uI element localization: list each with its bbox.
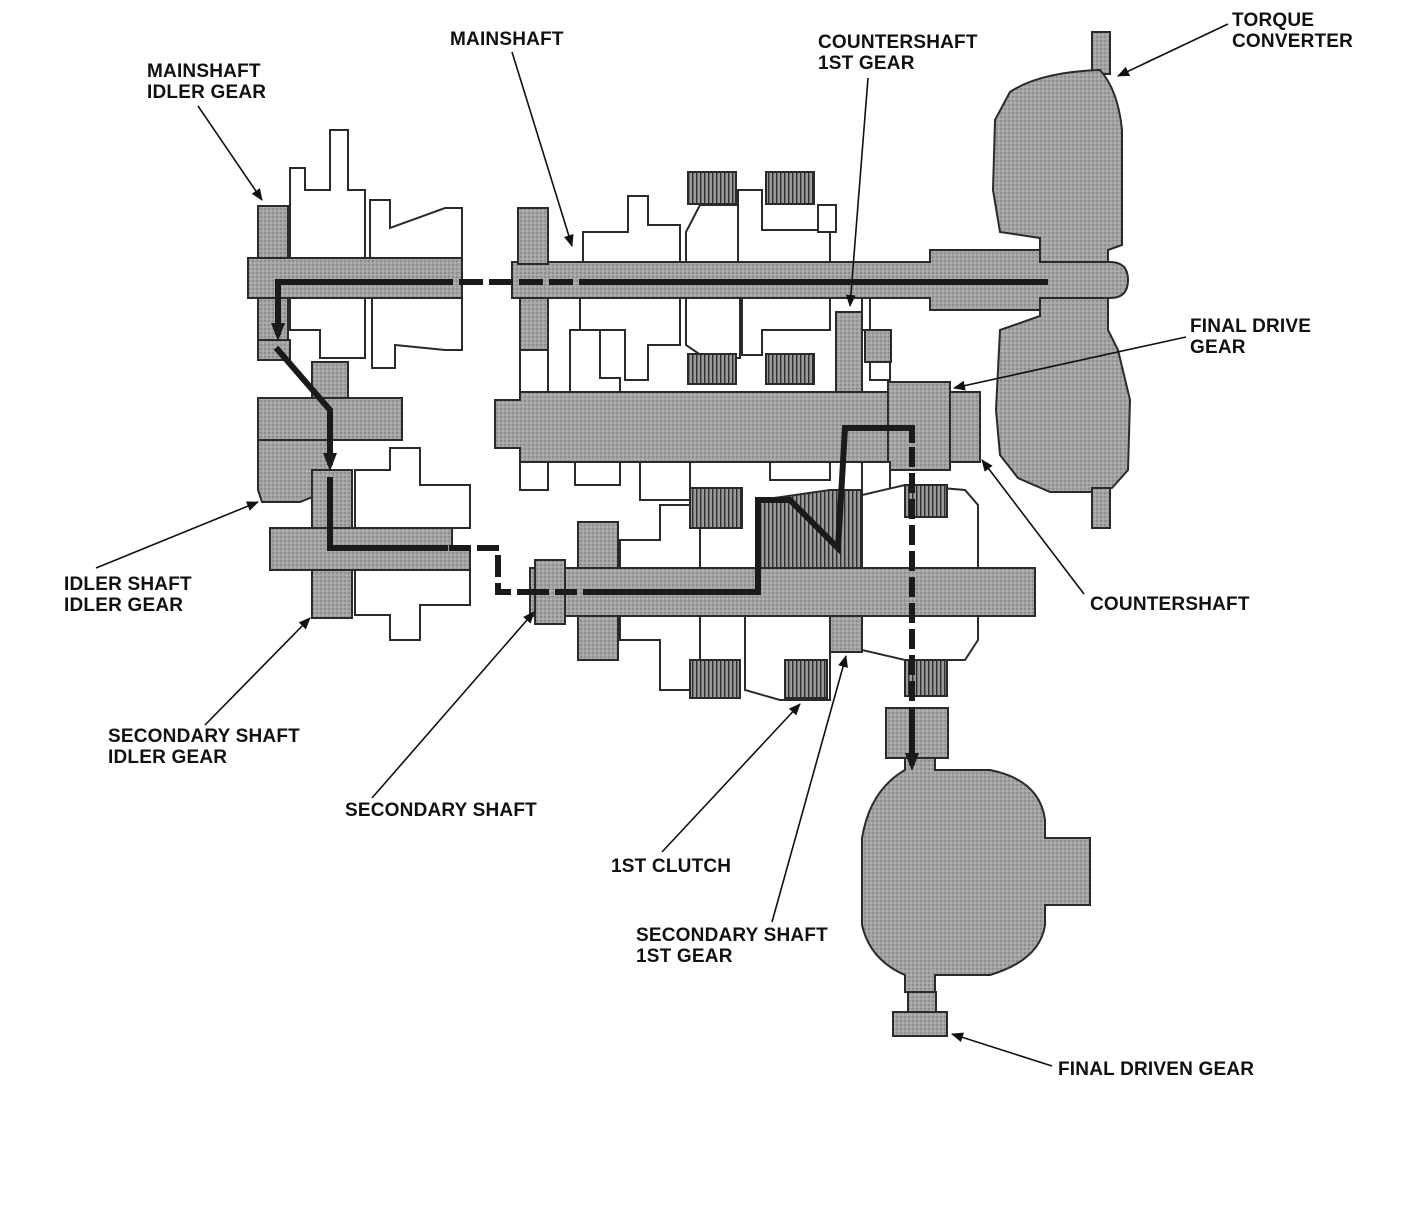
label-secondary-shaft-1st-gear: SECONDARY SHAFT 1ST GEAR (636, 925, 828, 967)
label-final-driven-gear: FINAL DRIVEN GEAR (1058, 1059, 1255, 1080)
label-torque-converter: TORQUE CONVERTER (1232, 10, 1354, 52)
label-countershaft: COUNTERSHAFT (1090, 594, 1250, 615)
differential-assembly (861, 707, 1091, 1037)
label-final-drive-gear: FINAL DRIVE GEAR (1190, 316, 1312, 358)
label-mainshaft: MAINSHAFT (450, 29, 564, 50)
label-idler-shaft-idler-gear: IDLER SHAFT IDLER GEAR (64, 574, 192, 616)
countershaft-1st-gear (835, 311, 863, 397)
power-flow-path (271, 279, 1048, 771)
leader-lines (95, 23, 1229, 1067)
left-idler-assembly (247, 129, 471, 641)
label-secondary-shaft: SECONDARY SHAFT (345, 800, 537, 821)
label-mainshaft-idler-gear: MAINSHAFT IDLER GEAR (147, 61, 267, 103)
label-countershaft-1st-gear: COUNTERSHAFT 1ST GEAR (818, 32, 978, 74)
label-secondary-shaft-idler-gear: SECONDARY SHAFT IDLER GEAR (108, 726, 300, 768)
label-1st-clutch: 1ST CLUTCH (611, 856, 732, 877)
